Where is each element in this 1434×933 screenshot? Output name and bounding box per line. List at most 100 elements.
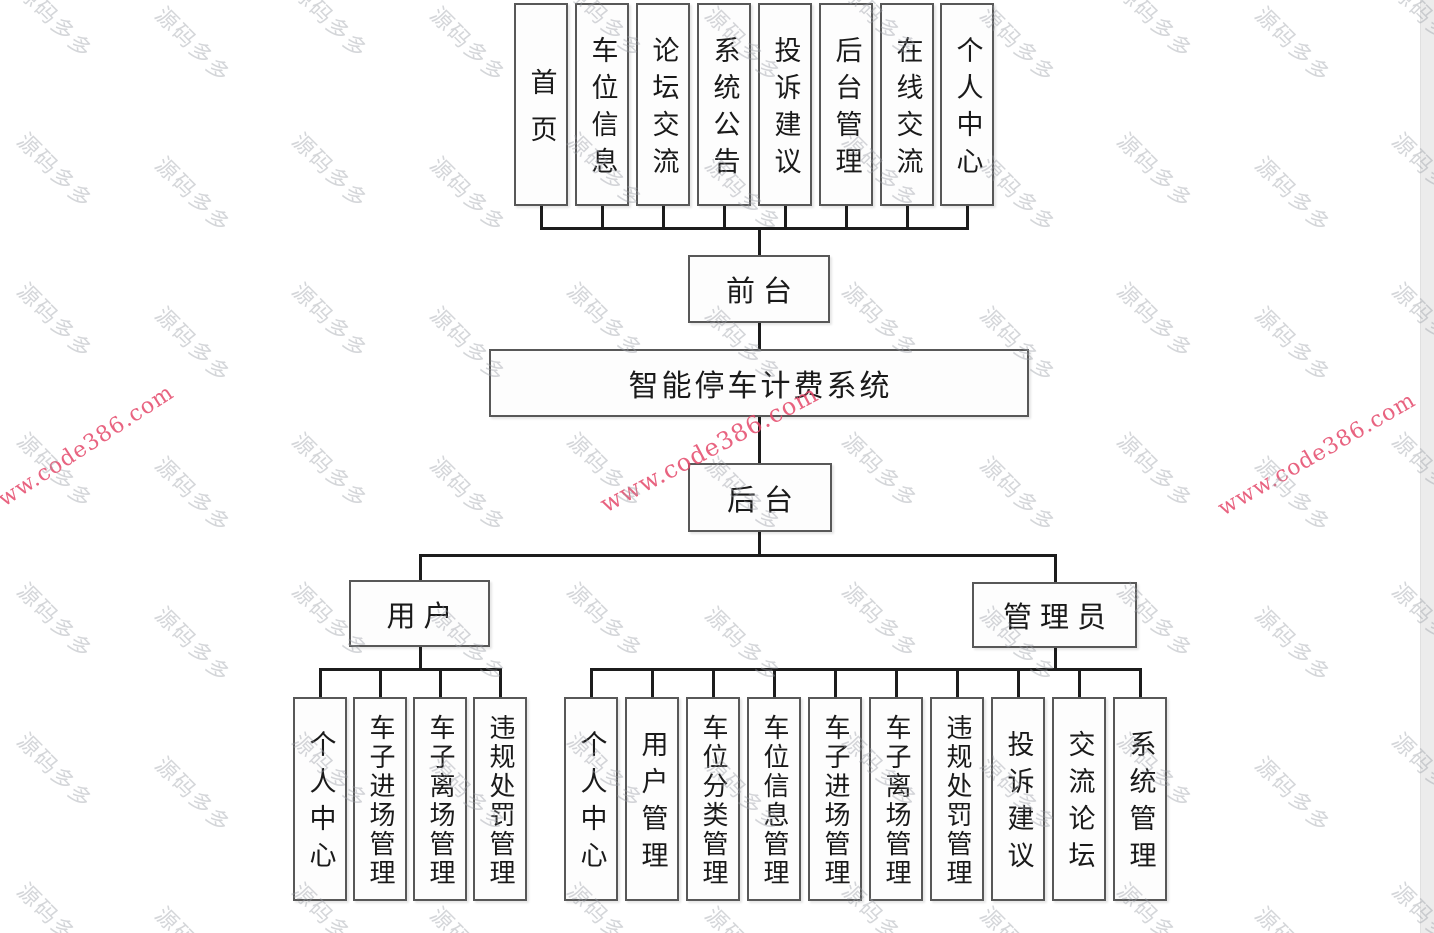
- watermark-gray: 源码多多: [1249, 2, 1336, 88]
- node-personal-center: 个人中心: [940, 3, 994, 206]
- node-label: 交流论坛: [1064, 730, 1095, 878]
- node-label: 管理员: [1002, 602, 1114, 634]
- connector: [540, 227, 969, 230]
- watermark-gray: 源码多多: [149, 2, 236, 88]
- node-user-violation-penalty-mgmt: 违规处罚管理: [473, 697, 527, 901]
- watermark-gray: 源码多多: [562, 428, 648, 514]
- connector: [758, 416, 761, 465]
- node-label: 论坛交流: [648, 35, 679, 184]
- node-label: 车子离场管理: [426, 713, 455, 888]
- node-root-system: 智能停车计费系统: [489, 349, 1029, 417]
- node-user-car-exit-mgmt: 车子离场管理: [413, 697, 467, 901]
- node-label: 车子进场管理: [366, 713, 395, 888]
- watermark-gray: 源码多多: [149, 152, 236, 238]
- watermark-gray: 源码多多: [1249, 452, 1336, 538]
- connector: [662, 205, 665, 229]
- connector: [758, 322, 761, 351]
- connector: [651, 668, 654, 698]
- connector: [956, 668, 959, 698]
- connector: [319, 668, 322, 698]
- connector: [845, 205, 848, 229]
- watermark-gray: 源码多多: [973, 899, 1064, 933]
- watermark-gray: 源码多多: [1249, 602, 1336, 688]
- node-label: 违规处罚管理: [943, 713, 972, 888]
- connector: [712, 668, 715, 698]
- watermark-gray: 源码多多: [1249, 152, 1336, 238]
- node-label: 投诉建议: [770, 35, 801, 184]
- connector: [1054, 554, 1057, 584]
- node-label: 用户: [386, 600, 461, 633]
- node-label: 系统管理: [1125, 730, 1156, 878]
- watermark-gray: 源码多多: [287, 428, 373, 514]
- node-role-admin: 管理员: [972, 582, 1137, 648]
- watermark-gray: 源码多多: [12, 728, 98, 814]
- node-label: 车子离场管理: [882, 713, 911, 888]
- node-complaint-suggestion: 投诉建议: [758, 3, 812, 206]
- watermark-gray: 源码多多: [837, 428, 923, 514]
- node-label: 车位信息管理: [760, 713, 789, 888]
- node-label: 后台管理: [831, 35, 862, 184]
- node-admin-space-category-mgmt: 车位分类管理: [686, 697, 740, 901]
- node-forum-exchange: 论坛交流: [636, 3, 690, 206]
- node-backend: 后台: [688, 463, 832, 532]
- watermark-gray: 源码多多: [424, 2, 511, 88]
- node-online-communication: 在线交流: [880, 3, 934, 206]
- watermark-gray: 源码多多: [148, 899, 239, 933]
- connector: [1139, 668, 1142, 698]
- connector: [419, 554, 422, 582]
- node-label: 在线交流: [892, 35, 923, 184]
- node-label: 个人中心: [952, 35, 983, 184]
- watermark-gray: 源码多多: [287, 278, 373, 364]
- node-user-personal-center: 个人中心: [293, 697, 347, 901]
- watermark-gray: 源码多多: [1112, 0, 1198, 64]
- node-admin-personal-center: 个人中心: [564, 697, 618, 901]
- connector: [319, 668, 502, 671]
- node-admin-car-entry-mgmt: 车子进场管理: [808, 697, 862, 901]
- node-admin-system-mgmt: 系统管理: [1113, 697, 1167, 901]
- watermark-gray: 源码多多: [1248, 899, 1339, 933]
- watermark-gray: 源码多多: [287, 0, 373, 64]
- watermark-gray: 源码多多: [1249, 752, 1336, 838]
- connector: [419, 645, 422, 671]
- connector: [784, 205, 787, 229]
- node-admin-space-info-mgmt: 车位信息管理: [747, 697, 801, 901]
- connector: [895, 668, 898, 698]
- node-role-user: 用户: [349, 580, 490, 647]
- watermark-gray: 源码多多: [837, 578, 923, 664]
- connector: [758, 530, 761, 556]
- watermark-gray: 源码多多: [1112, 428, 1198, 514]
- node-admin-violation-penalty-mgmt: 违规处罚管理: [930, 697, 984, 901]
- connector: [758, 227, 761, 256]
- connector: [499, 668, 502, 698]
- node-admin-user-mgmt: 用户管理: [625, 697, 679, 901]
- watermark-gray: 源码多多: [12, 878, 98, 933]
- node-frontend: 前台: [688, 255, 830, 323]
- connector: [1017, 668, 1020, 698]
- watermark-gray: 源码多多: [149, 452, 236, 538]
- page-edge-strip: [1420, 0, 1434, 933]
- node-label: 前台: [725, 276, 800, 308]
- watermark-gray: 源码多多: [698, 899, 789, 933]
- node-admin-complaint-suggestion: 投诉建议: [991, 697, 1045, 901]
- node-label: 车位分类管理: [699, 713, 728, 888]
- node-admin-car-exit-mgmt: 车子离场管理: [869, 697, 923, 901]
- node-label: 系统公告: [709, 35, 740, 184]
- node-backend-management: 后台管理: [819, 3, 873, 206]
- watermark-gray: 源码多多: [149, 302, 236, 388]
- connector: [590, 668, 593, 698]
- watermark-gray: 源码多多: [287, 128, 373, 214]
- connector: [723, 205, 726, 229]
- node-label: 投诉建议: [1003, 730, 1034, 878]
- connector: [419, 554, 1057, 557]
- node-label: 首页: [526, 67, 557, 162]
- watermark-gray: 源码多多: [1249, 302, 1336, 388]
- connector: [1078, 668, 1081, 698]
- watermark-gray: 源码多多: [149, 752, 236, 838]
- watermark-gray: 源码多多: [1112, 278, 1198, 364]
- node-system-announcement: 系统公告: [697, 3, 751, 206]
- connector: [379, 668, 382, 698]
- watermark-gray: 源码多多: [149, 602, 236, 688]
- node-label: 车位信息: [587, 35, 618, 184]
- node-label: 个人中心: [305, 730, 336, 878]
